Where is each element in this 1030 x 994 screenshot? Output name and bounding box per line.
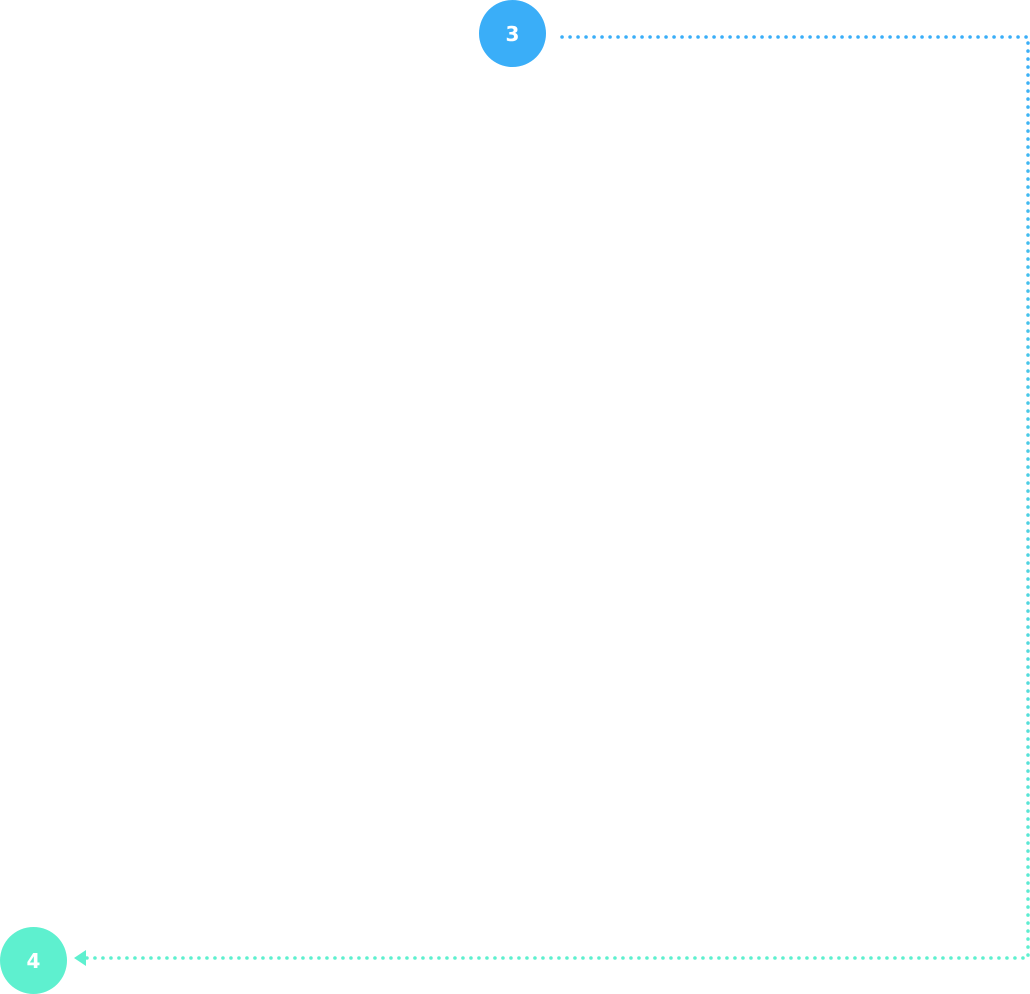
step-3-circle: 3: [479, 0, 546, 67]
step-4-label: 4: [26, 948, 41, 973]
arrowhead-icon: [74, 950, 86, 966]
step-4-circle: 4: [0, 927, 67, 994]
dotted-connector-line: [84, 35, 1030, 960]
step-3-label: 3: [505, 21, 520, 46]
